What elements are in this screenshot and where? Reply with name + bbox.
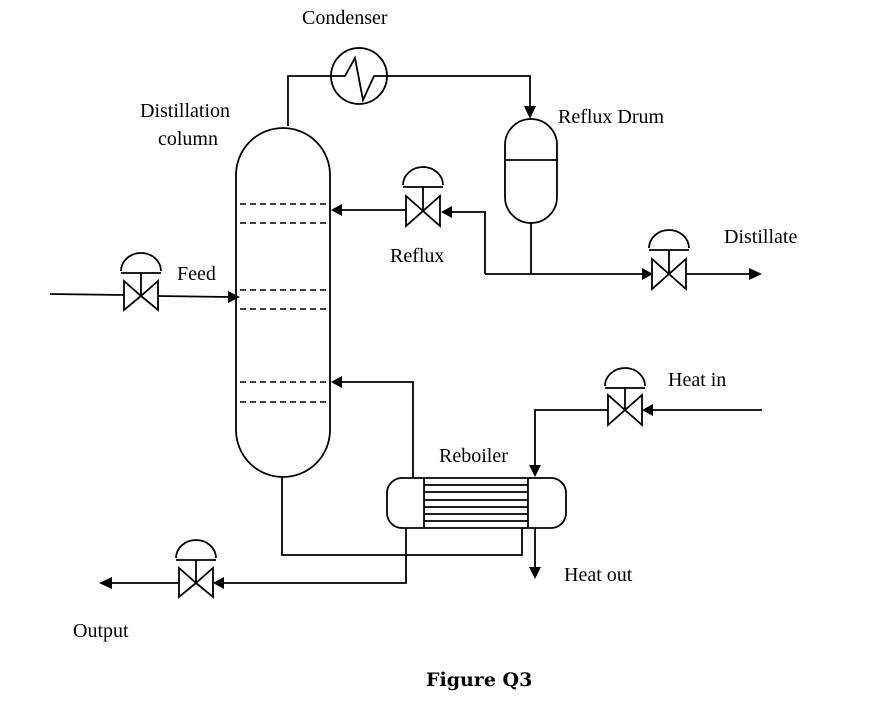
reflux-label: Reflux [390,245,444,267]
reboiler-icon [386,477,567,529]
arrow-head [529,567,541,579]
bottoms-product-line [222,528,407,584]
overhead-vapor-line [287,75,331,126]
figure-caption: Figure Q3 [426,669,532,691]
distillate-control-valve-icon[interactable] [648,229,690,291]
reflux-drum-label: Reflux Drum [558,106,665,128]
arrow-head [228,291,240,303]
arrow-head [331,376,342,388]
reflux-drum-icon [504,118,558,224]
arrow-head [441,206,452,218]
arrow-head [642,404,653,416]
feed-control-valve-icon[interactable] [120,252,162,312]
feed-label: Feed [177,263,216,285]
arrow-head [529,465,541,477]
heat-in-label: Heat in [668,369,726,391]
arrow-head [524,106,536,119]
arrow-head [99,577,112,589]
output-control-valve-icon[interactable] [175,539,217,599]
column-label-line2: column [158,128,218,150]
reboiler-label: Reboiler [439,445,508,467]
arrow-head [642,268,653,280]
steam-line [534,409,608,468]
distillate-label: Distillate [724,226,797,248]
arrow-head [749,268,762,280]
distillation-column [235,127,331,478]
reflux-return-line [450,211,486,274]
feed-line [157,295,231,298]
reboiler-vapor-return-line [340,381,414,478]
arrow-head [213,577,224,589]
condenser-icon [330,47,388,105]
condenser-label: Condenser [302,7,388,29]
condensate-line [387,75,531,110]
output-label: Output [73,620,129,642]
heat-in-control-valve-icon[interactable] [604,367,646,427]
bottoms-to-reboiler-line [281,477,523,556]
column-label-line1: Distillation [140,100,230,122]
arrow-head [331,204,342,216]
feed-inlet-line [49,293,125,296]
heat-out-label: Heat out [564,564,633,586]
reflux-control-valve-icon[interactable] [402,166,444,228]
